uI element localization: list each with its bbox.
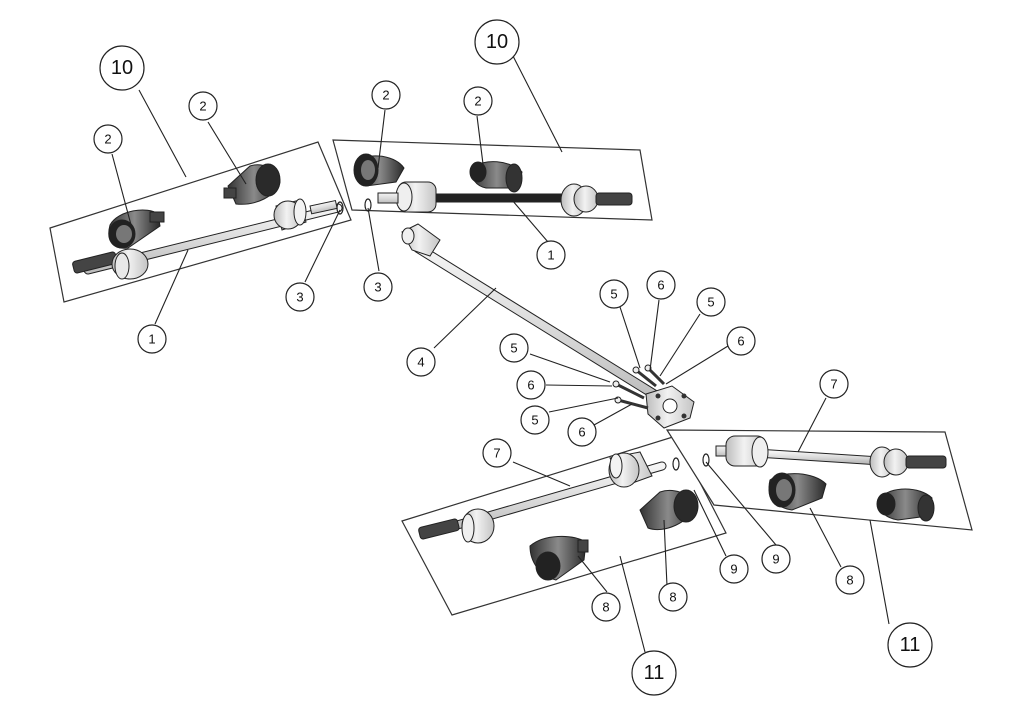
callout-2-upper-left-b: 2 — [188, 91, 218, 121]
callout-6-prop-left-b: 6 — [567, 417, 597, 447]
snap-ring-lower-right — [702, 453, 710, 467]
callout-label: 6 — [737, 334, 744, 349]
callout-label: 6 — [578, 425, 585, 440]
propeller-shaft — [401, 223, 695, 429]
callout-label: 1 — [148, 332, 155, 347]
callout-label: 3 — [374, 280, 381, 295]
callout-2-upper-right-a: 2 — [371, 80, 401, 110]
boot-upper-right-right — [469, 161, 523, 193]
flange-bolts — [612, 364, 666, 410]
callout-9-lower-left: 9 — [719, 554, 749, 584]
callout-9-lower-right: 9 — [761, 544, 791, 574]
callouts: 10 2 2 3 1 10 2 2 — [93, 19, 933, 696]
callout-label: 8 — [602, 600, 609, 615]
callout-11-lower-left: 11 — [631, 650, 677, 696]
callout-label: 10 — [111, 57, 133, 79]
callout-label: 8 — [669, 590, 676, 605]
callout-2-upper-right-b: 2 — [463, 86, 493, 116]
callout-3-upper-left: 3 — [285, 282, 315, 312]
callout-label: 4 — [417, 355, 424, 370]
callout-8-lower-left-a: 8 — [591, 592, 621, 622]
callout-6-prop-left-a: 6 — [516, 370, 546, 400]
callout-label: 2 — [382, 88, 389, 103]
axle-shaft-lower-left — [418, 451, 667, 544]
axle-shaft-lower-right — [715, 435, 947, 478]
boot-upper-left-inner — [223, 163, 281, 205]
callout-label: 6 — [527, 378, 534, 393]
callout-5-prop-top-b: 5 — [696, 287, 726, 317]
snap-ring-upper-left — [336, 201, 344, 215]
callout-label: 6 — [657, 278, 664, 293]
boot-upper-right-left — [353, 153, 405, 187]
boot-lower-left-outer — [529, 536, 589, 581]
callout-label: 11 — [644, 662, 665, 684]
callout-label: 3 — [296, 290, 303, 305]
callout-label: 8 — [846, 573, 853, 588]
callout-8-lower-right: 8 — [835, 565, 865, 595]
leader-lines — [111, 55, 890, 653]
callout-1-upper-left: 1 — [137, 324, 167, 354]
callout-label: 11 — [900, 634, 921, 656]
callout-label: 1 — [547, 248, 554, 263]
callout-7-lower-left: 7 — [482, 438, 512, 468]
callout-6-prop-top-b: 6 — [726, 326, 756, 356]
callout-8-lower-left-b: 8 — [658, 582, 688, 612]
axle-shaft-upper-right — [377, 181, 633, 217]
snap-ring-lower-left — [672, 457, 680, 471]
callout-7-lower-right: 7 — [819, 369, 849, 399]
axle-shaft-upper-left — [72, 198, 343, 280]
callout-6-prop-top-a: 6 — [646, 270, 676, 300]
callout-2-upper-left-a: 2 — [93, 124, 123, 154]
callout-10-upper-left: 10 — [99, 45, 145, 91]
callout-10-upper-right: 10 — [474, 19, 520, 65]
callout-label: 2 — [474, 94, 481, 109]
callout-label: 2 — [199, 99, 206, 114]
callout-1-upper-right: 1 — [536, 240, 566, 270]
callout-5-prop-left-a: 5 — [499, 333, 529, 363]
callout-label: 7 — [830, 377, 837, 392]
callout-5-prop-top-a: 5 — [599, 279, 629, 309]
callout-label: 5 — [531, 413, 538, 428]
frame-lower-left-axle — [401, 435, 727, 616]
boot-lower-right-left — [768, 472, 827, 511]
callout-label: 10 — [486, 31, 508, 53]
boot-lower-right-right — [876, 488, 935, 522]
callout-3-upper-right: 3 — [363, 272, 393, 302]
callout-label: 9 — [772, 552, 779, 567]
callout-label: 7 — [493, 446, 500, 461]
boot-lower-left-inner — [639, 489, 699, 530]
callout-label: 9 — [730, 562, 737, 577]
callout-label: 5 — [510, 341, 517, 356]
callout-label: 5 — [610, 287, 617, 302]
callout-4-prop-shaft: 4 — [406, 347, 436, 377]
boot-upper-left-outer — [108, 209, 165, 249]
callout-11-lower-right: 11 — [887, 622, 933, 668]
callout-label: 5 — [707, 295, 714, 310]
callout-5-prop-left-b: 5 — [520, 405, 550, 435]
callout-label: 2 — [104, 132, 111, 147]
